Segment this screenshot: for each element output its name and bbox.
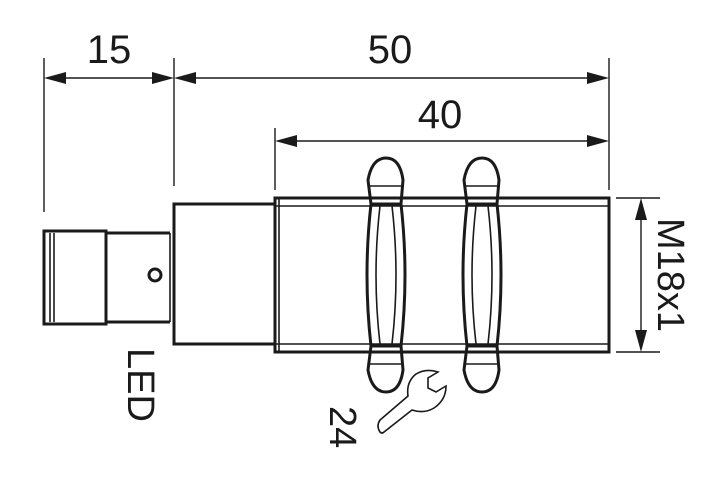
dimension-15 <box>44 72 174 84</box>
dimension-label-40: 40 <box>418 93 463 137</box>
rear-housing <box>169 202 277 346</box>
lock-nut-2 <box>461 156 503 394</box>
dimension-40 <box>275 135 609 147</box>
dimension-label-thread: M18x1 <box>649 218 691 332</box>
led-label: LED <box>119 348 161 422</box>
dimension-thread-diameter <box>635 198 647 352</box>
wrench-icon <box>377 369 447 434</box>
threaded-body <box>273 196 611 354</box>
dimension-label-15: 15 <box>87 28 132 72</box>
dimension-50 <box>174 72 609 84</box>
dimension-label-50: 50 <box>368 28 413 72</box>
connector <box>42 229 170 326</box>
led-indicator-icon <box>147 267 163 283</box>
lock-nut-1 <box>365 156 407 394</box>
wrench-size-label: 24 <box>321 406 363 448</box>
